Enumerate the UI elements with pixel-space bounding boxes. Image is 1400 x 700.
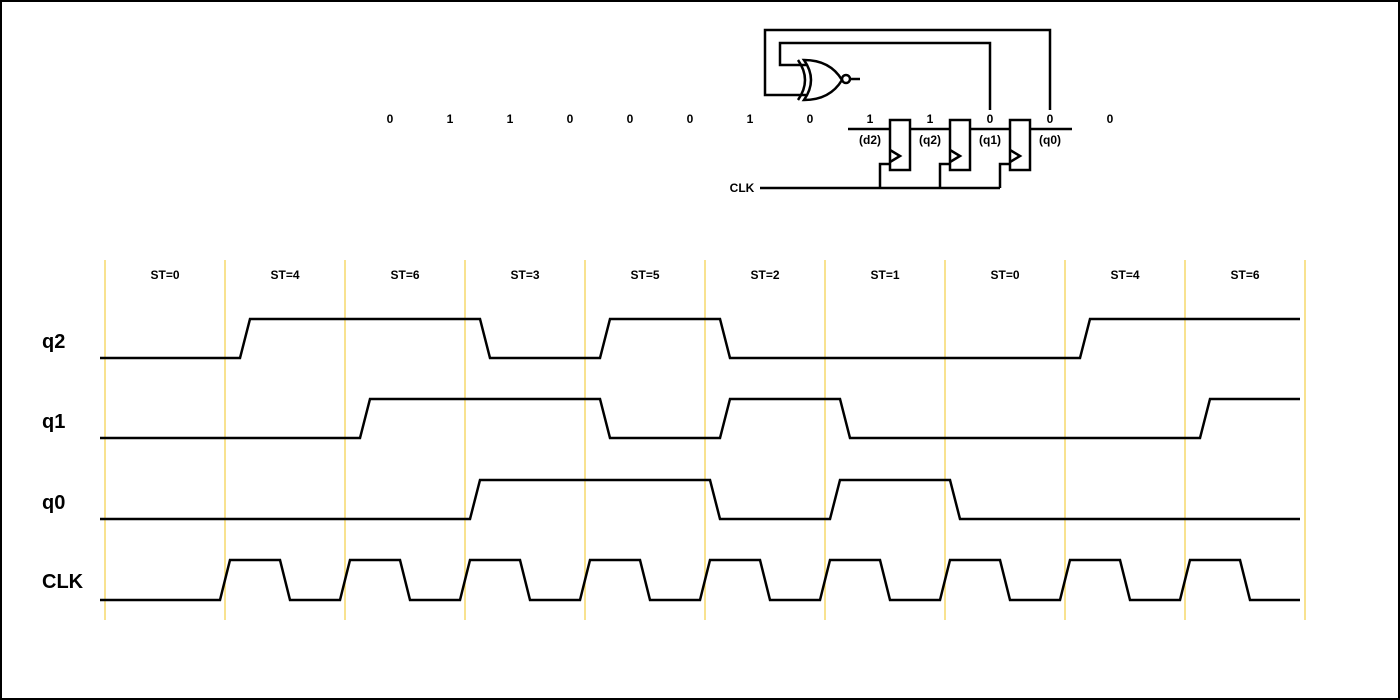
node-label: (q2) — [919, 133, 941, 147]
state-label: ST=0 — [990, 268, 1019, 282]
waveform-q0 — [100, 478, 1300, 521]
state-label: ST=4 — [270, 268, 299, 282]
xnor-gate-icon — [796, 58, 860, 102]
bit-value: 1 — [867, 112, 874, 126]
state-label: ST=2 — [750, 268, 779, 282]
feedback-wire-q1 — [778, 41, 992, 110]
bit-value: 1 — [507, 112, 514, 126]
flip-flop-q2 — [888, 118, 912, 172]
state-label: ST=4 — [1110, 268, 1139, 282]
feedback-wire-q0 — [763, 28, 1052, 110]
clk-branch — [878, 162, 890, 188]
bit-value: 0 — [627, 112, 634, 126]
flip-flop-q1 — [948, 118, 972, 172]
clk-branch — [998, 162, 1010, 188]
signal-label-q0: q0 — [42, 492, 65, 514]
bit-value: 0 — [387, 112, 394, 126]
state-label: ST=6 — [390, 268, 419, 282]
signal-label-clk: CLK — [42, 571, 84, 593]
state-label: ST=3 — [510, 268, 539, 282]
node-label: (q1) — [979, 133, 1001, 147]
waveform-q1 — [100, 397, 1300, 440]
signal-label-q1: q1 — [42, 411, 65, 433]
waveform-clk — [100, 558, 1300, 602]
state-label: ST=0 — [150, 268, 179, 282]
node-label: (d2) — [859, 133, 881, 147]
bit-value: 1 — [747, 112, 754, 126]
circuit-clk-label: CLK — [730, 181, 755, 195]
waveform-q2 — [100, 317, 1300, 360]
node-label: (q0) — [1039, 133, 1061, 147]
state-label: ST=5 — [630, 268, 659, 282]
signal-label-q2: q2 — [42, 331, 65, 353]
flip-flop-q0 — [1008, 118, 1032, 172]
bit-value: 0 — [987, 112, 994, 126]
lfsr-circuit: CLK 0 1 1 0 0 0 1 0 1 1 0 0 0 (d2) (q2) (q1) (q0) — [387, 28, 1114, 195]
bit-value: 0 — [567, 112, 574, 126]
bit-value: 0 — [1107, 112, 1114, 126]
bit-value: 1 — [447, 112, 454, 126]
bit-value: 0 — [1047, 112, 1054, 126]
state-label: ST=1 — [870, 268, 899, 282]
bit-value: 0 — [807, 112, 814, 126]
bit-value: 0 — [687, 112, 694, 126]
clk-branch — [938, 162, 950, 188]
bit-value: 1 — [927, 112, 934, 126]
state-label: ST=6 — [1230, 268, 1259, 282]
